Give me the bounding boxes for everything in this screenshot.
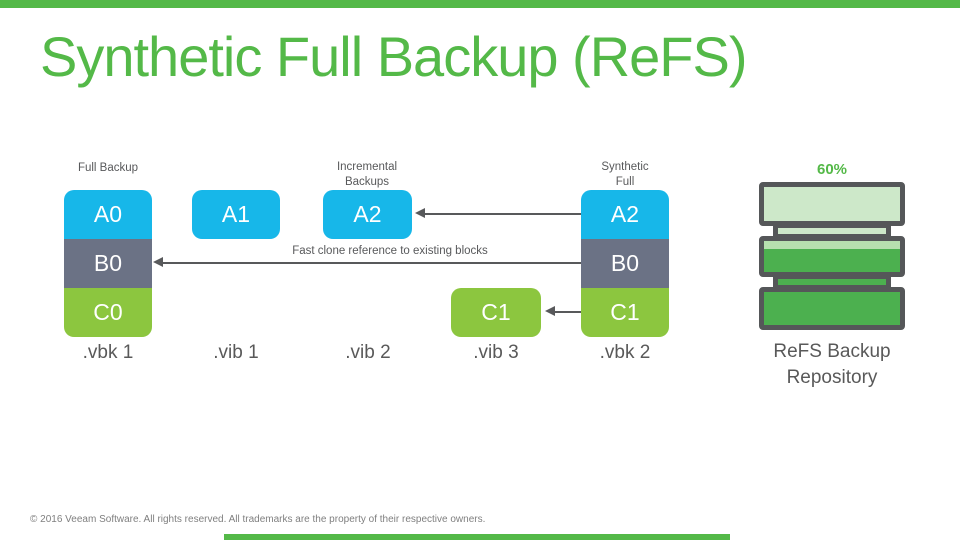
top-accent-bar [0, 0, 960, 8]
column-label-synthetic-full: Synthetic Full [601, 161, 649, 188]
repo-disk-middle [759, 236, 905, 277]
repository-usage-percent: 60% [816, 161, 848, 178]
file-label-vbk2: .vbk 2 [599, 342, 651, 363]
fast-clone-arrow-a2-head-icon [415, 208, 425, 218]
page-title: Synthetic Full Backup (ReFS) [40, 25, 747, 88]
file-label-vib1: .vib 1 [213, 342, 259, 363]
file-label-vib2: .vib 2 [345, 342, 391, 363]
copyright-footer: © 2016 Veeam Software. All rights reserv… [30, 514, 486, 525]
refs-repository: ReFS Backup Repository [757, 160, 907, 390]
repository-percent-spacer [757, 160, 907, 182]
block-c0: C0 [64, 288, 152, 337]
file-label-vbk1: .vbk 1 [82, 342, 134, 363]
fast-clone-arrow-a2-line [425, 213, 581, 215]
repository-disk-stack-icon [757, 182, 907, 330]
fast-clone-arrow-c1-head-icon [545, 306, 555, 316]
column-label-full-backup: Full Backup [77, 162, 139, 174]
repo-disk-top [759, 182, 905, 226]
block-c1-incremental: C1 [451, 288, 541, 337]
column-label-incremental-backups: Incremental Backups [336, 161, 398, 188]
bottom-accent-bar [224, 534, 730, 540]
repository-label: ReFS Backup Repository [773, 341, 891, 388]
block-a2-synthetic: A2 [581, 190, 669, 239]
fast-clone-arrow-c1-line [555, 311, 581, 313]
block-b0: B0 [64, 239, 152, 288]
block-a2-incremental: A2 [323, 190, 412, 239]
fast-clone-arrow-b0-head-icon [153, 257, 163, 267]
block-a0: A0 [64, 190, 152, 239]
fast-clone-arrow-b0-line [163, 262, 581, 264]
block-b0-synthetic: B0 [581, 239, 669, 288]
block-c1-synthetic: C1 [581, 288, 669, 337]
repo-disk-bottom [759, 287, 905, 330]
file-label-vib3: .vib 3 [473, 342, 519, 363]
block-a1: A1 [192, 190, 280, 239]
fast-clone-note: Fast clone reference to existing blocks [292, 245, 488, 257]
